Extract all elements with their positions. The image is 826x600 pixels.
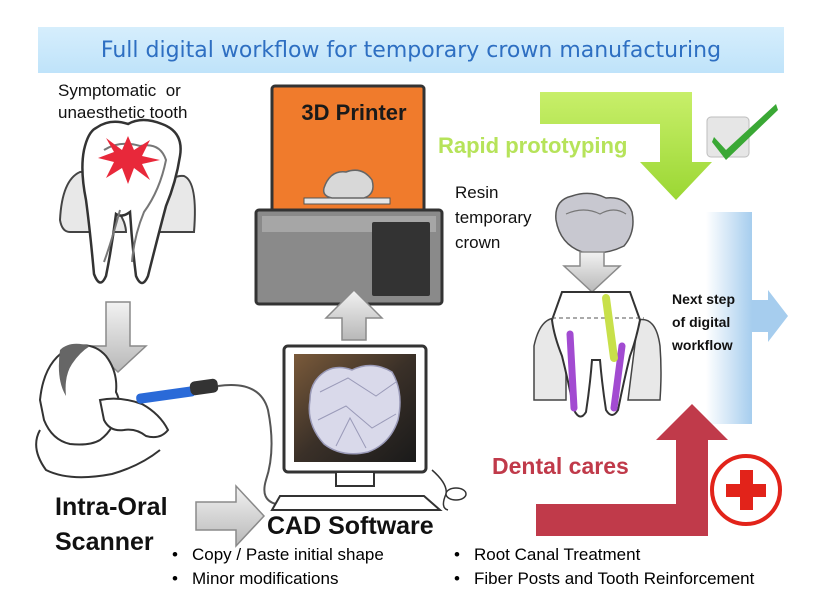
cad-software-label: CAD Software [267, 512, 434, 540]
scanner-line-1: Intra-Oral [55, 493, 168, 521]
next-line-2: of digital [672, 314, 731, 330]
dental-bullet-2: Fiber Posts and Tooth Reinforcement [450, 567, 754, 591]
symptomatic-tooth-illustration [58, 118, 196, 285]
cad-bullet-list: Copy / Paste initial shape Minor modific… [168, 543, 384, 591]
dental-bullet-list: Root Canal Treatment Fiber Posts and Too… [450, 543, 754, 591]
scanner-label: Intra-Oral Scanner [55, 490, 168, 560]
next-line-1: Next step [672, 291, 736, 307]
resin-line-2: temporary [455, 208, 532, 227]
resin-line-1: Resin [455, 183, 499, 202]
symptomatic-tooth-label: Symptomatic or unaesthetic tooth [58, 80, 187, 124]
symptomatic-line-1: Symptomatic or [58, 81, 181, 100]
resin-crown-illustration [555, 192, 634, 254]
next-step-arrow [706, 212, 788, 424]
dental-cares-label: Dental cares [492, 453, 629, 479]
3d-printer-illustration [254, 84, 444, 306]
patient-scanner-illustration [35, 343, 277, 505]
cad-bullet-2: Minor modifications [168, 567, 384, 591]
down-arrow-to-tooth [562, 251, 622, 294]
scanner-line-2: Scanner [55, 528, 154, 556]
next-step-label: Next step of digital workflow [672, 288, 735, 357]
cad-monitor-illustration [270, 344, 467, 511]
red-cross-icon [710, 454, 782, 526]
checkmark-icon [706, 104, 778, 160]
up-arrow-to-printer [324, 288, 384, 341]
next-line-3: workflow [672, 337, 733, 353]
dental-bullet-1: Root Canal Treatment [450, 543, 754, 567]
rapid-prototyping-arrow [540, 92, 712, 200]
cad-bullet-1: Copy / Paste initial shape [168, 543, 384, 567]
resin-line-3: crown [455, 233, 501, 252]
title-banner: Full digital workflow for temporary crow… [38, 27, 784, 73]
symptomatic-line-2: unaesthetic tooth [58, 103, 188, 122]
dental-cares-arrow [536, 404, 728, 536]
resin-crown-label: Resin temporary crown [455, 180, 532, 255]
diagram-title: Full digital workflow for temporary crow… [100, 37, 722, 63]
treated-tooth-illustration [533, 291, 662, 418]
rapid-prototyping-label: Rapid prototyping [438, 133, 628, 158]
arrow-to-cad [195, 484, 266, 548]
printer-label: 3D Printer [301, 100, 407, 125]
